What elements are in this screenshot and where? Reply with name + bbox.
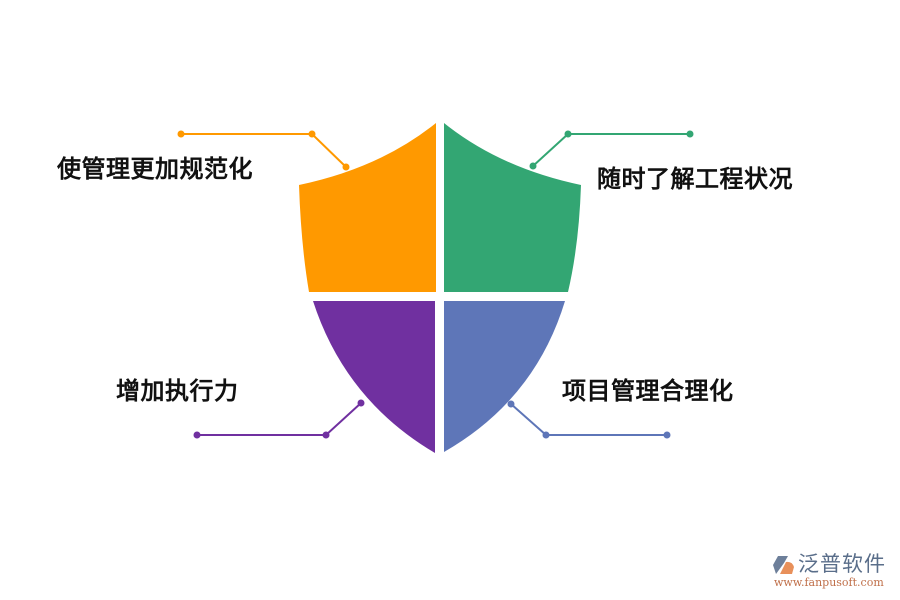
shield-quadrant-bottom-right [444, 301, 565, 452]
brand-logo: 泛普软件 www.fanpusoft.com [768, 552, 896, 592]
connector-bottom-left [193, 399, 365, 439]
connector-top-left [177, 130, 350, 171]
logo-name: 泛普软件 [798, 552, 886, 576]
shield-quadrant-bottom-left [313, 301, 435, 453]
shield-quadrant-top-right [444, 123, 581, 292]
connector-top-right [529, 130, 694, 170]
label-bottom-right: 项目管理合理化 [562, 377, 734, 405]
shield-quadrant-top-left [299, 123, 436, 292]
logo-url: www.fanpusoft.com [774, 576, 884, 589]
label-top-right: 随时了解工程状况 [597, 165, 793, 193]
connector-bottom-right [507, 400, 671, 439]
label-top-left: 使管理更加规范化 [57, 155, 253, 183]
label-bottom-left: 增加执行力 [116, 377, 239, 405]
fanpu-logo-icon [773, 556, 794, 574]
